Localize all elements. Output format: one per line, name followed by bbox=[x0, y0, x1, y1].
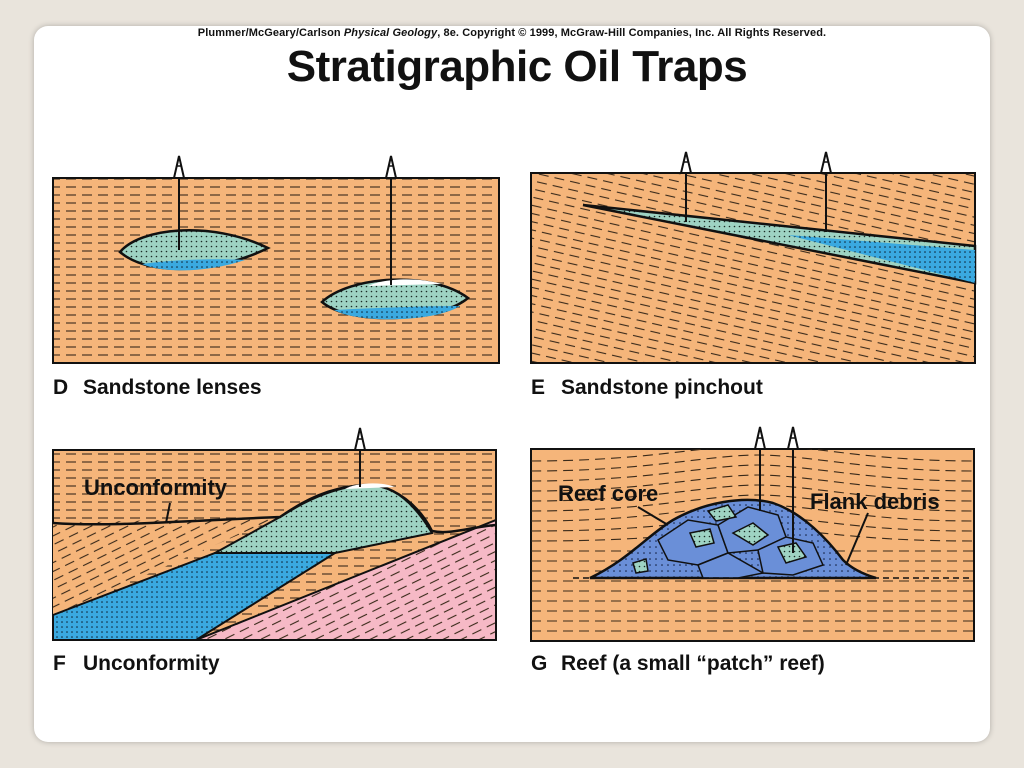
water-zone bbox=[142, 259, 245, 271]
caption-text: Unconformity bbox=[83, 652, 220, 675]
leader-line bbox=[165, 502, 171, 524]
copyright-line: Plummer/McGeary/Carlson Physical Geology… bbox=[0, 27, 1024, 39]
page-title: Stratigraphic Oil Traps bbox=[286, 42, 748, 91]
copyright-rest: , 8e. Copyright © 1999, McGraw-Hill Comp… bbox=[437, 27, 827, 39]
panel-f-unconformity: Unconformity bbox=[52, 427, 497, 641]
leader-line bbox=[637, 506, 669, 526]
shale-layer bbox=[52, 177, 500, 364]
gas-cap bbox=[368, 279, 442, 286]
caption-e: E Sandstone pinchout bbox=[531, 376, 763, 400]
caption-g: G Reef (a small “patch” reef) bbox=[531, 652, 825, 676]
water-zone bbox=[334, 306, 460, 320]
unconformity-surface bbox=[52, 483, 497, 534]
label-unconformity: Unconformity bbox=[84, 475, 228, 500]
tilted-shale bbox=[53, 517, 280, 615]
label-reef-core: Reef core bbox=[558, 481, 658, 506]
leader-line bbox=[845, 512, 869, 566]
copyright-authors: Plummer/McGeary/Carlson bbox=[197, 27, 341, 39]
water-sandstone bbox=[52, 552, 339, 641]
gas-cap bbox=[345, 483, 395, 489]
oil-well-icon bbox=[754, 426, 766, 511]
panel-e-sandstone-pinchout bbox=[530, 151, 977, 364]
copyright-book: Physical Geology bbox=[343, 27, 438, 39]
oil-well-icon bbox=[787, 426, 799, 553]
caption-text: Sandstone pinchout bbox=[561, 376, 763, 399]
oil-well-icon bbox=[680, 151, 692, 222]
caption-text: Reef (a small “patch” reef) bbox=[561, 652, 825, 675]
panel-letter: G bbox=[531, 652, 548, 675]
panel-letter: E bbox=[531, 376, 546, 399]
water-zone bbox=[788, 235, 975, 283]
caption-text: Sandstone lenses bbox=[83, 376, 262, 399]
oil-well-icon bbox=[385, 155, 397, 285]
panel-d-sandstone-lenses bbox=[52, 155, 500, 364]
tilted-basement bbox=[195, 518, 497, 641]
oil-well-icon bbox=[354, 427, 366, 487]
caption-d: D Sandstone lenses bbox=[53, 376, 262, 400]
panel-letter: F bbox=[53, 652, 66, 675]
label-flank-debris: Flank debris bbox=[810, 489, 940, 514]
oil-well-icon bbox=[820, 151, 832, 232]
caption-f: F Unconformity bbox=[53, 652, 220, 676]
oil-pockets bbox=[632, 504, 808, 574]
panel-letter: D bbox=[53, 376, 69, 399]
panel-g-reef: Reef core Flank debris bbox=[530, 426, 975, 642]
oil-well-icon bbox=[173, 155, 185, 250]
